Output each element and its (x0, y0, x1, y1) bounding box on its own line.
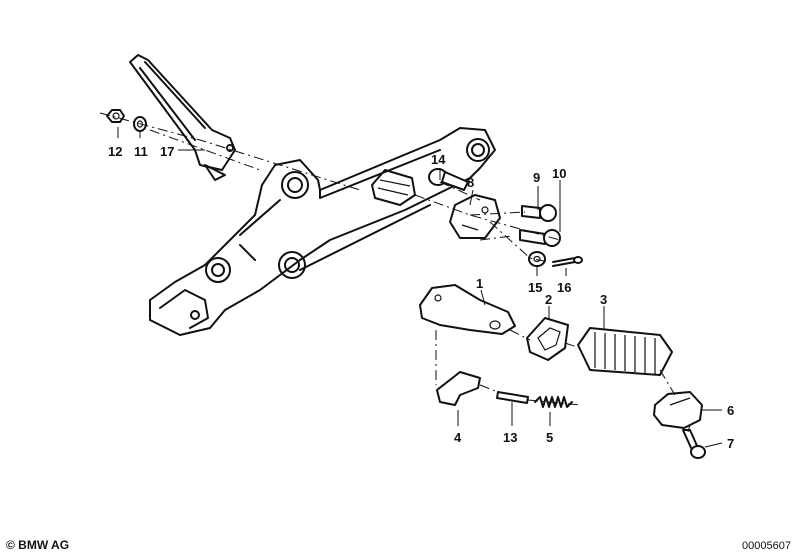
callout-10: 10 (552, 166, 566, 181)
bolt-10 (519, 229, 561, 247)
footrest-carrier-bracket (149, 127, 496, 336)
assembly-axis-lines (99, 112, 691, 433)
pedal-part-17 (129, 54, 236, 181)
callout-3: 3 (600, 292, 607, 307)
leader-lines (117, 127, 723, 448)
callout-15: 15 (528, 280, 542, 295)
callout-11: 11 (134, 144, 148, 159)
bolt-9 (521, 204, 557, 222)
washer-15 (528, 251, 546, 267)
pin-13 (496, 391, 529, 404)
nut-12 (106, 109, 125, 123)
callout-7: 7 (727, 436, 734, 451)
callout-2: 2 (545, 292, 552, 307)
callout-1: 1 (476, 276, 483, 291)
cap-6 (653, 391, 703, 429)
copyright-label: © BMW AG (6, 538, 70, 552)
callout-13: 13 (503, 430, 517, 445)
callout-6: 6 (727, 403, 734, 418)
cotter-pin-16 (552, 256, 583, 267)
callout-16: 16 (557, 280, 571, 295)
pin-14 (428, 168, 469, 191)
callout-12: 12 (108, 144, 122, 159)
screw-7 (682, 429, 706, 459)
diagram-number: 00005607 (742, 540, 791, 552)
callout-8: 8 (467, 175, 474, 190)
callout-17: 17 (160, 144, 174, 159)
callout-14: 14 (431, 152, 446, 167)
callout-5: 5 (546, 430, 553, 445)
footrest-1 (419, 284, 516, 335)
callout-4: 4 (454, 430, 462, 445)
rubber-footrest-3 (577, 327, 673, 376)
damper-2 (526, 317, 569, 361)
callout-9: 9 (533, 170, 540, 185)
clip-4 (436, 371, 481, 406)
callout-labels: 1 2 3 4 5 6 7 8 9 10 11 12 13 14 15 16 1… (108, 144, 734, 451)
